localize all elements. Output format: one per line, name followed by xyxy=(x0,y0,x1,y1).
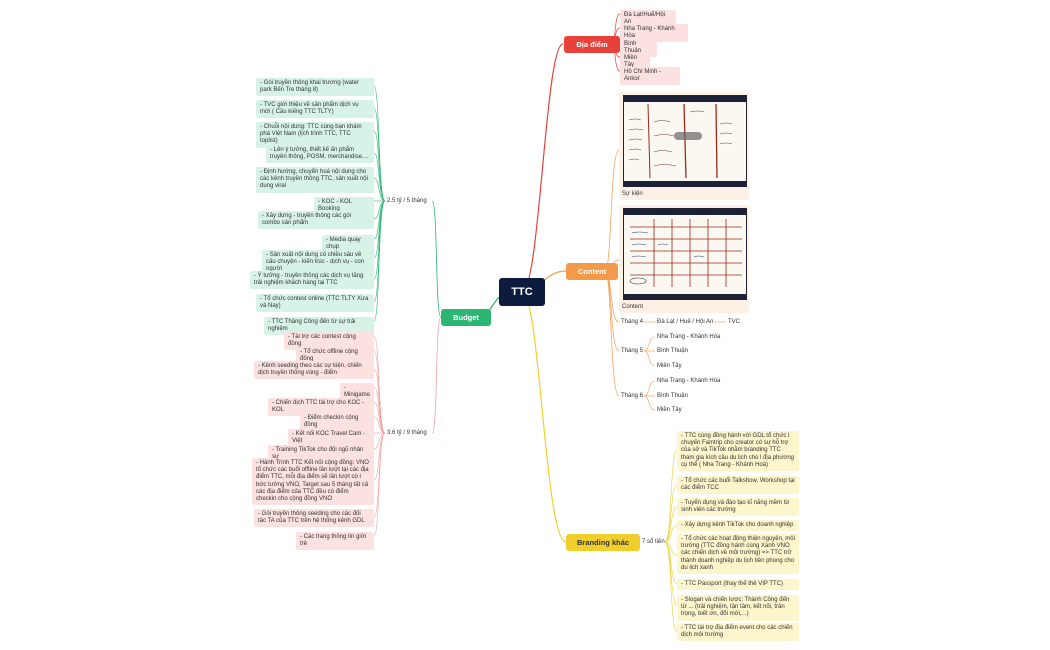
budget-item[interactable]: - TVC giới thiệu về sản phẩm dịch vụ mới… xyxy=(256,100,374,119)
branch-content[interactable]: Content xyxy=(566,263,618,280)
branding-item[interactable]: - TTC cùng đồng hành với GDL tổ chức l c… xyxy=(677,431,799,472)
budget-item[interactable]: - Tài trợ các contest cộng đồng xyxy=(284,332,374,351)
month-item[interactable]: Nha Trang - Khánh Hòa xyxy=(657,334,721,340)
budget-item[interactable]: - Ý tưởng - truyền thông các dịch vụ tăn… xyxy=(250,271,374,290)
month-item[interactable]: Miền Tây xyxy=(657,363,682,369)
branding-item[interactable]: - TTC tài trợ địa điểm event cho các chi… xyxy=(677,623,799,642)
budget-item[interactable]: - Xây dựng - truyền thông các gói combo … xyxy=(258,211,374,230)
budget-item[interactable]: - Kênh seeding theo các sự kiện, chiến d… xyxy=(254,361,374,380)
whiteboard-image xyxy=(623,208,747,300)
budget-item[interactable]: - Tổ chức contest online (TTC TLTY Xưa v… xyxy=(256,294,374,313)
branding-item[interactable]: - Tuyển dụng và đào tạo kĩ năng mềm từ s… xyxy=(677,498,799,517)
budget-item[interactable]: - Chiến dịch TTC tài trợ cho KOC - KOL xyxy=(268,398,374,417)
budget-item[interactable]: - Gói truyền thông khai trương (water pa… xyxy=(256,78,374,97)
image-caption: Content xyxy=(622,304,644,310)
budget-item[interactable]: - TTC Thăng Công đến từ sự trải nghiệm xyxy=(264,317,374,336)
branding-sub[interactable]: 7 sổ tiền xyxy=(642,539,665,545)
dia-diem-item[interactable]: Hồ Chí Minh - Ankor xyxy=(620,67,680,86)
budget-item[interactable]: - Tổ chức offline cộng đồng xyxy=(296,347,374,366)
central-topic[interactable]: TTC xyxy=(499,278,545,306)
dia-diem-item[interactable]: Đà Lạt/Huế/Hội An xyxy=(620,10,676,29)
budget-item[interactable]: - Gói truyền thông seeding cho các đối t… xyxy=(254,509,374,528)
whiteboard-image xyxy=(623,95,747,187)
branding-item[interactable]: - TTC Passport (thay thế thẻ VIP TTC) xyxy=(677,579,799,591)
budget-item[interactable]: - Media quay chụp xyxy=(322,235,374,254)
branding-item[interactable]: - Slogan và chiến lược: Thành Công đến t… xyxy=(677,595,799,621)
budget-item[interactable]: - Hành Trình TTC Kết nối cộng đồng: VNO … xyxy=(252,458,374,506)
month-item[interactable]: Đà Lạt / Huế / Hội An xyxy=(657,319,714,325)
budget-item[interactable]: - Chuỗi nội dung: TTC cùng bạn khám phá … xyxy=(256,122,374,148)
dia-diem-item[interactable]: Miền Tây xyxy=(620,53,650,72)
budget-item[interactable]: - Lên ý tưởng, thiết kế ấn phẩm truyền t… xyxy=(266,145,374,164)
branch-dia-diem[interactable]: Địa điểm xyxy=(564,36,620,53)
month-extra[interactable]: TVC xyxy=(728,319,740,325)
month-label[interactable]: Tháng 4 xyxy=(621,319,644,325)
budget-item[interactable]: - Điểm checkin cộng đồng xyxy=(300,413,374,432)
branch-budget[interactable]: Budget xyxy=(441,309,491,326)
budget-group-label[interactable]: 2.5 tỷ / 5 tháng xyxy=(387,198,427,204)
month-item[interactable]: Bình Thuận xyxy=(657,393,688,399)
budget-item[interactable]: - Kết nối KOC Travel Cam - Việt xyxy=(288,429,374,448)
dia-diem-item[interactable]: Bình Thuận xyxy=(620,39,657,58)
month-label[interactable]: Tháng 6 xyxy=(621,393,644,399)
budget-group-label[interactable]: 3.6 tỷ / 9 tháng xyxy=(387,430,427,436)
branding-item[interactable]: - Tổ chức các hoạt động thiện nguyện, mô… xyxy=(677,534,799,575)
branch-branding[interactable]: Branding khác xyxy=(566,534,640,551)
budget-item[interactable]: - Các trang thông tin giới trẻ xyxy=(296,532,374,551)
image-node-su-kien[interactable]: Sự kiện xyxy=(619,92,749,200)
budget-item[interactable]: - KOC - KOL Booking xyxy=(314,197,374,216)
branding-item[interactable]: - Tổ chức các buổi Talkshow, Workshop tạ… xyxy=(677,476,799,495)
handwritten-table-image xyxy=(629,219,742,287)
image-node-content[interactable]: Content xyxy=(619,205,749,313)
dia-diem-item[interactable]: Nha Trang - Khánh Hòa xyxy=(620,24,688,43)
image-caption: Sự kiện xyxy=(622,191,643,197)
branding-item[interactable]: - Xây dựng kênh TikTok cho doanh nghiệp xyxy=(677,520,799,532)
handwritten-notes-image xyxy=(628,103,733,179)
budget-item[interactable]: - Minigame xyxy=(340,383,374,402)
month-item[interactable]: Bình Thuận xyxy=(657,348,688,354)
month-item[interactable]: Miền Tây xyxy=(657,407,682,413)
month-label[interactable]: Tháng 5 xyxy=(621,348,644,354)
month-item[interactable]: Nha Trang - Khánh Hòa xyxy=(657,378,721,384)
budget-item[interactable]: - Định hướng, chuyển hoá nội dung cho cá… xyxy=(256,167,374,193)
